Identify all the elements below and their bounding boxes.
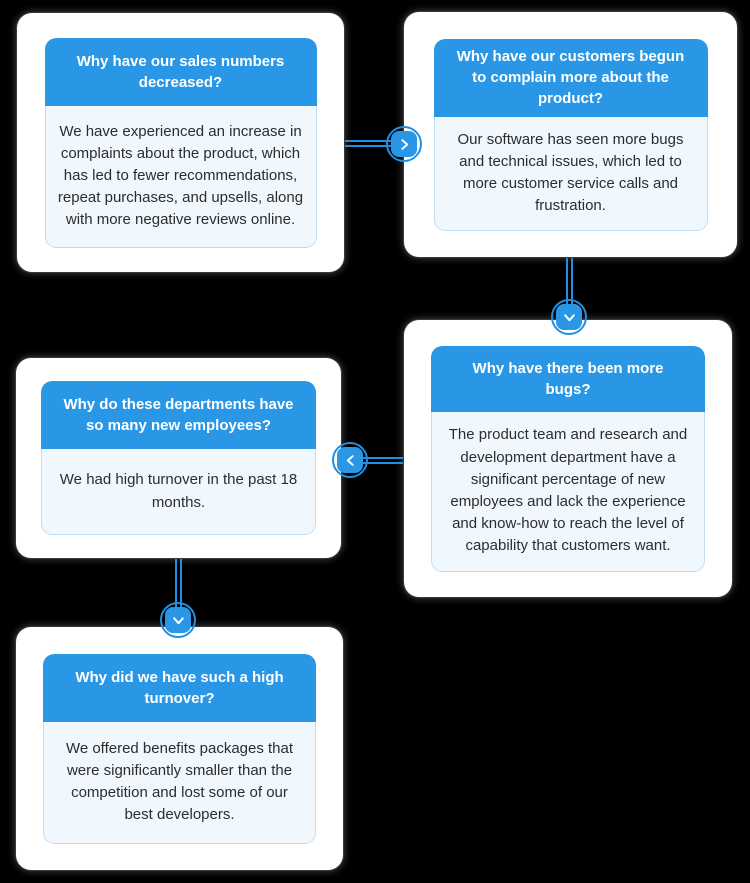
- flow-node-why-1[interactable]: Why have our sales numbers decreased? We…: [17, 13, 344, 272]
- card-5-question: Why did we have such a high turnover?: [43, 653, 316, 722]
- connector-line-card3-card4: [341, 457, 404, 464]
- flow-node-why-2[interactable]: Why have our customers begun to complain…: [404, 12, 737, 257]
- connector-line-card2-card3: [566, 257, 573, 319]
- card-2-answer-text: Our software has seen more bugs and tech…: [457, 130, 684, 215]
- card-3-answer-text: The product team and research and develo…: [448, 426, 688, 555]
- card-4: Why do these departments have so many ne…: [41, 381, 316, 535]
- chevron-left-icon: [344, 454, 357, 467]
- card-3-question-text: Why have there been more bugs?: [472, 359, 664, 398]
- chevron-right-icon: [398, 138, 411, 151]
- card-5-answer-text: We offered benefits packages that were s…: [65, 739, 294, 824]
- card-5: Why did we have such a high turnover? We…: [43, 653, 316, 844]
- connector-line-card1-card2: [344, 140, 404, 147]
- card-5-question-text: Why did we have such a high turnover?: [75, 668, 284, 707]
- card-3: Why have there been more bugs? The produ…: [431, 345, 705, 572]
- connector-line-card4-card5: [175, 558, 182, 627]
- flow-node-why-4[interactable]: Why do these departments have so many ne…: [16, 358, 341, 558]
- card-4-question-text: Why do these departments have so many ne…: [63, 396, 294, 434]
- card-2: Why have our customers begun to complain…: [433, 38, 708, 231]
- chevron-down-icon: [172, 614, 185, 627]
- connector-arrow-card4-card5[interactable]: [160, 602, 196, 638]
- card-2-question-text: Why have our customers begun to complain…: [456, 48, 685, 108]
- card-4-answer-text: We had high turnover in the past 18 mont…: [59, 471, 298, 511]
- card-1-question: Why have our sales numbers decreased?: [44, 37, 317, 106]
- connector-arrow-card3-card4[interactable]: [332, 442, 368, 478]
- card-4-question: Why do these departments have so many ne…: [41, 381, 316, 449]
- card-5-answer: We offered benefits packages that were s…: [43, 721, 316, 844]
- connector-arrow-card2-card3[interactable]: [551, 299, 587, 335]
- card-2-question: Why have our customers begun to complain…: [433, 38, 708, 117]
- chevron-down-icon: [563, 311, 576, 324]
- card-1-question-text: Why have our sales numbers decreased?: [76, 52, 285, 91]
- flow-node-why-5[interactable]: Why did we have such a high turnover? We…: [16, 627, 343, 870]
- card-1-answer: We have experienced an increase in compl…: [44, 105, 317, 248]
- card-2-answer: Our software has seen more bugs and tech…: [433, 116, 708, 231]
- card-3-question: Why have there been more bugs?: [431, 345, 705, 412]
- card-1: Why have our sales numbers decreased? We…: [44, 37, 317, 248]
- flow-node-why-3[interactable]: Why have there been more bugs? The produ…: [404, 320, 732, 597]
- connector-arrow-card1-card2[interactable]: [386, 126, 422, 162]
- card-3-answer: The product team and research and develo…: [431, 411, 705, 572]
- card-4-answer: We had high turnover in the past 18 mont…: [41, 449, 316, 535]
- card-1-answer-text: We have experienced an increase in compl…: [57, 122, 304, 229]
